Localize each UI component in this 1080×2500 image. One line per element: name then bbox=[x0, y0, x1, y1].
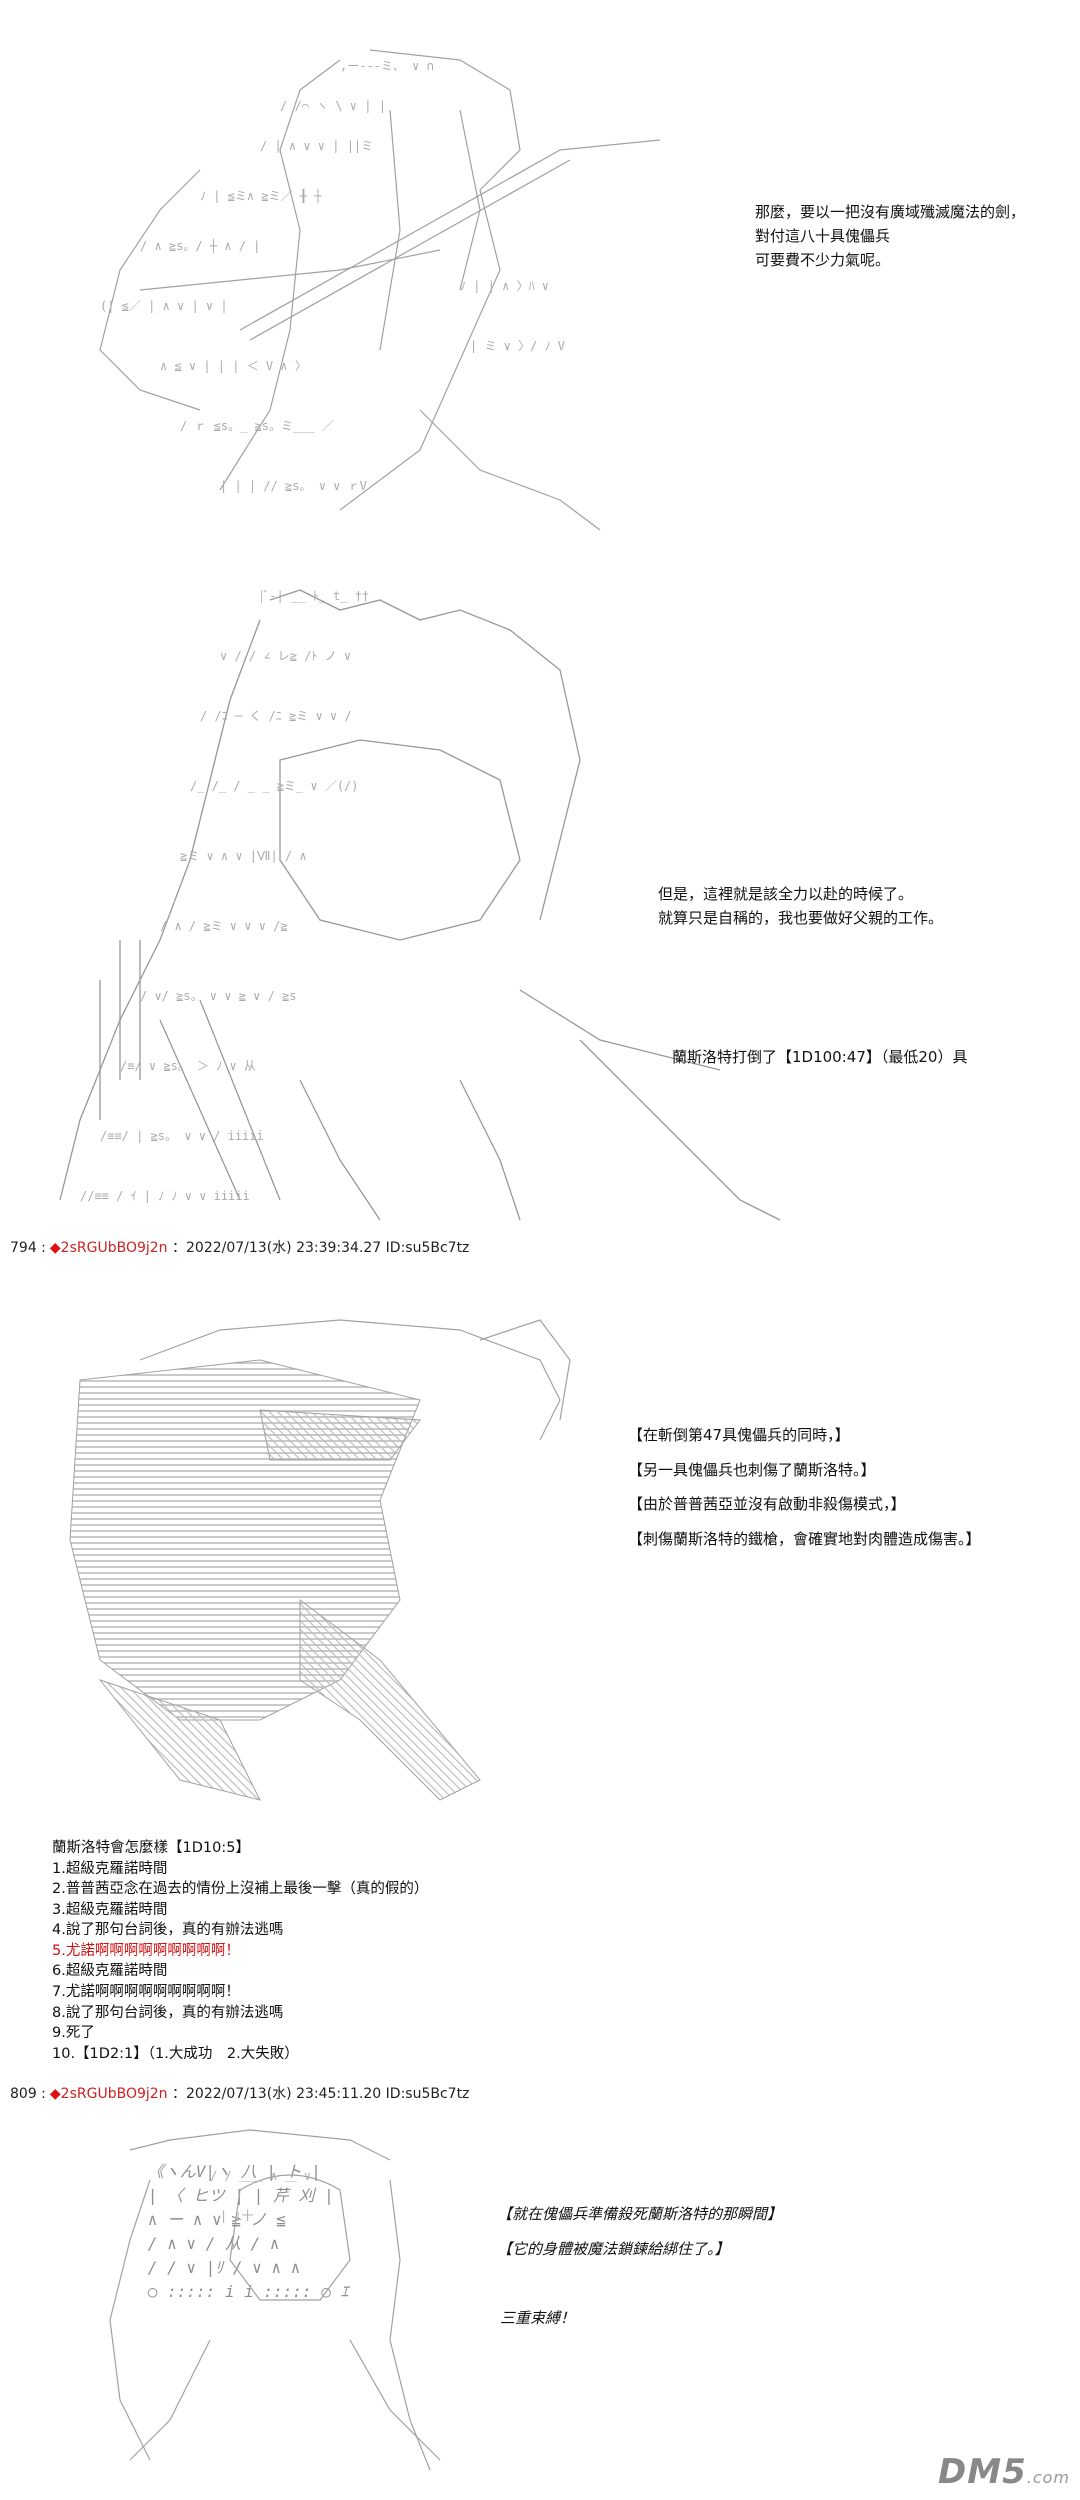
svg-text://≡≡ / ｲ | ﾉ ﾉ ∨ ∨ iiiii: //≡≡ / ｲ | ﾉ ﾉ ∨ ∨ iiiii bbox=[80, 1189, 250, 1203]
svg-text:/ | ∧ ∨ ∨ | ||ミ: / | ∧ ∨ ∨ | ||ミ bbox=[260, 139, 373, 153]
svg-text:ﾉ | ≦ミ∧ ≧ミ／ ╂ ┼: ﾉ | ≦ミ∧ ≧ミ／ ╂ ┼ bbox=[200, 188, 322, 203]
poster-id: 2sRGUbBO9j2n bbox=[60, 1240, 168, 1256]
post-header-794: 794 :◆2sRGUbBO9j2n ：2022/07/13(水) 23:39:… bbox=[10, 1237, 469, 1257]
svg-text:/ /ﾆ ─ く /ﾆ ≧ミ ∨ ∨ /: / /ﾆ ─ く /ﾆ ≧ミ ∨ ∨ / bbox=[200, 709, 352, 723]
svg-text:(| ≦／ | ∧ ∨ | ∨ |: (| ≦／ | ∧ ∨ | ∨ | bbox=[100, 299, 228, 313]
site-watermark-logo: DM5.com bbox=[938, 2452, 1070, 2492]
choice-item: 8.說了那句台詞後，真的有辦法逃嗎 bbox=[52, 2004, 284, 2021]
choice-item-selected: 5.尤諾啊啊啊啊啊啊啊啊啊！ bbox=[52, 1942, 240, 1959]
narration-line: 可要費不少力氣呢。 bbox=[755, 251, 891, 269]
narration-panel-1: 那麼，要以一把沒有廣域殲滅魔法的劍， 對付這八十具傀儡兵 可要費不少力氣呢。 bbox=[755, 200, 1025, 272]
choice-item: 4.說了那句台詞後，真的有辦法逃嗎 bbox=[52, 1922, 284, 1939]
narration-line: 就算只是自稱的，我也要做好父親的工作。 bbox=[658, 909, 944, 927]
svg-text:/ ∧ ≧s。/ ┼ ∧ / |: / ∧ ≧s。/ ┼ ∧ / | bbox=[140, 238, 260, 253]
narration-line: 【在斬倒第47具傀儡兵的同時，】 bbox=[628, 1426, 850, 1444]
diamond-icon: ◆ bbox=[49, 2086, 61, 2102]
ascii-art-girl-caster: / / ＿＿ ∧ ＿ ∨ | ⊥十 《ヽんV|ヽ 八 | ト | | 〈 ヒツ … bbox=[90, 2120, 490, 2490]
svg-text:/ ∨/ ≧s。 ∨ ∨ ≧ ∨ / ≧s: / ∨/ ≧s。 ∨ ∨ ≧ ∨ / ≧s bbox=[140, 989, 297, 1003]
svg-text:,ー‐--ミ、 ∨ ∩: ,ー‐--ミ、 ∨ ∩ bbox=[340, 59, 434, 73]
svg-text:/ / ＿＿ ∧ ＿ ∨: / / ＿＿ ∧ ＿ ∨ bbox=[210, 2169, 311, 2183]
svg-text:/≡/ ∨ ≧s。 ＞ ﾉ ∨ 从: /≡/ ∨ ≧s。 ＞ ﾉ ∨ 从 bbox=[120, 1059, 256, 1073]
post-number: 809 : bbox=[10, 2086, 46, 2102]
svg-text:/≡≡/ | ≧s。 ∨ ∨ / iiiii: /≡≡/ | ≧s。 ∨ ∨ / iiiii bbox=[100, 1129, 264, 1143]
narration-line: 對付這八十具傀儡兵 bbox=[755, 227, 891, 245]
choice-item: 9.死了 bbox=[52, 2025, 95, 2042]
narration-line: 【另一具傀儡兵也刺傷了蘭斯洛特。】 bbox=[628, 1460, 876, 1479]
choice-list-title: 蘭斯洛特會怎麼樣【1D10:5】 bbox=[52, 1840, 250, 1856]
poster-id: 2sRGUbBO9j2n bbox=[60, 2086, 168, 2102]
post-meta: ：2022/07/13(水) 23:39:34.27 ID:su5Bc7tz bbox=[172, 1240, 470, 1256]
svg-text:/ ∧ / ≧ミ ∨ ∨ ∨ /≧: / ∧ / ≧ミ ∨ ∨ ∨ /≧ bbox=[160, 919, 288, 933]
narration-line: 【它的身體被魔法鎖鍊給綁住了。】 bbox=[497, 2239, 730, 2258]
svg-text:ﾉ | | ∧ 〉ﾊ ∨: ﾉ | | ∧ 〉ﾊ ∨ bbox=[460, 279, 549, 293]
narration-panel-2: 但是，這裡就是該全力以赴的時候了。 就算只是自稱的，我也要做好父親的工作。 bbox=[658, 882, 943, 930]
choice-item: 3.超級克羅諾時間 bbox=[52, 1901, 168, 1918]
narration-line: 【由於普普茜亞並沒有啟動非殺傷模式，】 bbox=[628, 1495, 906, 1513]
narration-line: 那麼，要以一把沒有廣域殲滅魔法的劍， bbox=[755, 203, 1026, 221]
watermark-text: DM5 bbox=[938, 2452, 1027, 2492]
narration-line: 【就在傀儡兵準備殺死蘭斯洛特的那瞬間】 bbox=[497, 2205, 783, 2223]
svg-text:/ ｒ ≦s。_ ≧s。ミ___ ／: / ｒ ≦s。_ ≧s。ミ___ ／ bbox=[180, 419, 334, 433]
svg-text:| ⊥十: | ⊥十 bbox=[220, 2209, 254, 2223]
choice-list: 蘭斯洛特會怎麼樣【1D10:5】 1.超級克羅諾時間 2.普普茜亞念在過去的情份… bbox=[52, 1838, 428, 2064]
diamond-icon: ◆ bbox=[49, 1240, 61, 1256]
choice-item: 6.超級克羅諾時間 bbox=[52, 1963, 168, 1980]
watermark-suffix: .com bbox=[1026, 2468, 1070, 2487]
spell-shout: 三重束縛！ bbox=[500, 2309, 576, 2327]
svg-text:| ミ ∨ 〉/ ﾉ V: | ミ ∨ 〉/ ﾉ V bbox=[470, 339, 565, 353]
svg-text:∧ ≦ ∨ | | | ＜ V ∧ 〉: ∧ ≦ ∨ | | | ＜ V ∧ 〉 bbox=[160, 359, 307, 373]
svg-text:/ /⌒ ヽ \ ∨ | |: / /⌒ ヽ \ ∨ | | bbox=[280, 99, 386, 113]
narration-panel-4: 【就在傀儡兵準備殺死蘭斯洛特的那瞬間】 【它的身體被魔法鎖鍊給綁住了。】 bbox=[497, 2197, 782, 2266]
ascii-art-knight: ,ー‐--ミ、 ∨ ∩ / /⌒ ヽ \ ∨ | | / | ∧ ∨ ∨ | |… bbox=[40, 30, 700, 550]
narration-line: 但是，這裡就是該全力以赴的時候了。 bbox=[658, 885, 914, 903]
svg-text:/_ /_ / _ _ ≧ミ_ ∨ ／(/): /_ /_ / _ _ ≧ミ_ ∨ ／(/) bbox=[190, 779, 359, 793]
svg-text:≧ミ ∨ ∧ ∨ |Ⅶ| / ∧: ≧ミ ∨ ∧ ∨ |Ⅶ| / ∧ bbox=[180, 849, 307, 863]
post-number: 794 : bbox=[10, 1240, 46, 1256]
choice-item: 2.普普茜亞念在過去的情份上沒補上最後一擊（真的假的） bbox=[52, 1881, 429, 1898]
narration-line: 【刺傷蘭斯洛特的鐵槍，會確實地對肉體造成傷害。】 bbox=[628, 1529, 981, 1548]
choice-item: 1.超級克羅諾時間 bbox=[52, 1860, 168, 1877]
svg-text:| | | // ≧s。 ∨ ∨ ｒV: | | | // ≧s。 ∨ ∨ ｒV bbox=[220, 479, 367, 493]
narration-panel-3: 【在斬倒第47具傀儡兵的同時，】 【另一具傀儡兵也刺傷了蘭斯洛特。】 【由於普普… bbox=[628, 1418, 981, 1556]
post-meta: ：2022/07/13(水) 23:45:11.20 ID:su5Bc7tz bbox=[172, 2086, 470, 2102]
dice-roll-text: 蘭斯洛特打倒了【1D100:47】（最低20）具 bbox=[672, 1048, 968, 1066]
choice-item: 10.【1D2:1】（1.大成功 2.大失敗） bbox=[52, 2045, 299, 2062]
choice-item: 7.尤諾啊啊啊啊啊啊啊啊啊！ bbox=[52, 1984, 240, 2001]
svg-text:∨ / / ∠ レ≧ /ﾄ ノ ∨: ∨ / / ∠ レ≧ /ﾄ ノ ∨ bbox=[220, 649, 351, 663]
post-header-809: 809 :◆2sRGUbBO9j2n ：2022/07/13(水) 23:45:… bbox=[10, 2083, 469, 2103]
svg-text:|ﾞ‐| __ ﾄ_ t_ ††: |ﾞ‐| __ ﾄ_ t_ †† bbox=[260, 589, 369, 604]
ascii-art-hatched-figure bbox=[60, 1300, 620, 1820]
ascii-art-armored-knight: |ﾞ‐| __ ﾄ_ t_ †† ∨ / / ∠ レ≧ /ﾄ ノ ∨ / /ﾆ … bbox=[40, 560, 820, 1240]
